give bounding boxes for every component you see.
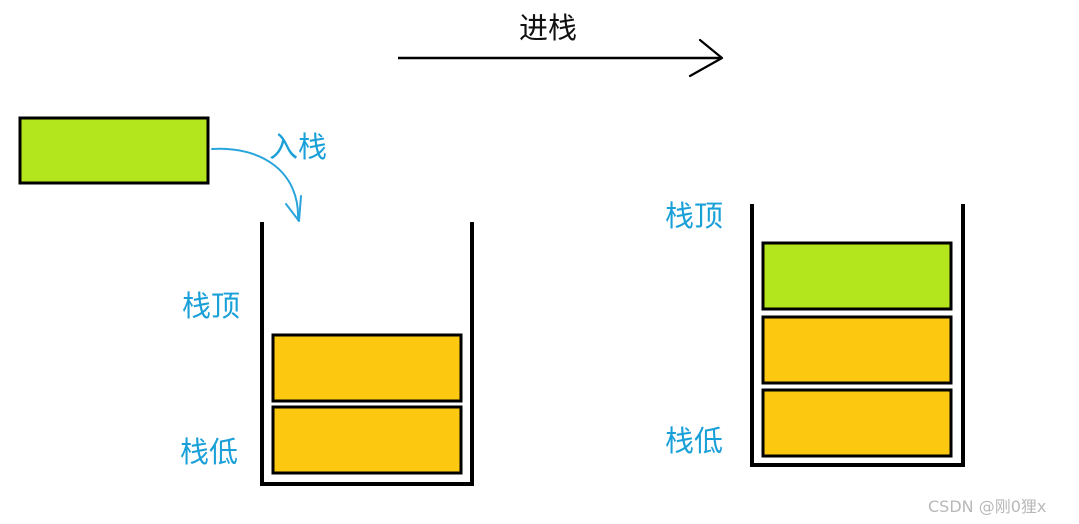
push-direction-arrow bbox=[398, 38, 724, 78]
left-stack-bottom-label: 栈低 bbox=[180, 435, 239, 469]
stack-element bbox=[271, 333, 463, 403]
push-title-label: 进栈 bbox=[519, 11, 578, 45]
push-curved-arrow bbox=[211, 147, 302, 222]
watermark: CSDN @刚0狸x bbox=[928, 497, 1047, 516]
pushed-element bbox=[761, 241, 953, 311]
left-stack-top-label: 栈顶 bbox=[182, 289, 241, 323]
stack-before-push bbox=[260, 222, 474, 486]
stack-element bbox=[271, 405, 463, 475]
right-stack-bottom-label: 栈低 bbox=[665, 424, 724, 458]
right-stack-top-label: 栈顶 bbox=[665, 199, 724, 233]
stack-after-push bbox=[750, 204, 965, 467]
new-element-block bbox=[18, 116, 210, 185]
stack-element bbox=[761, 315, 953, 385]
stack-element bbox=[761, 388, 953, 458]
push-action-label: 入栈 bbox=[269, 130, 328, 164]
